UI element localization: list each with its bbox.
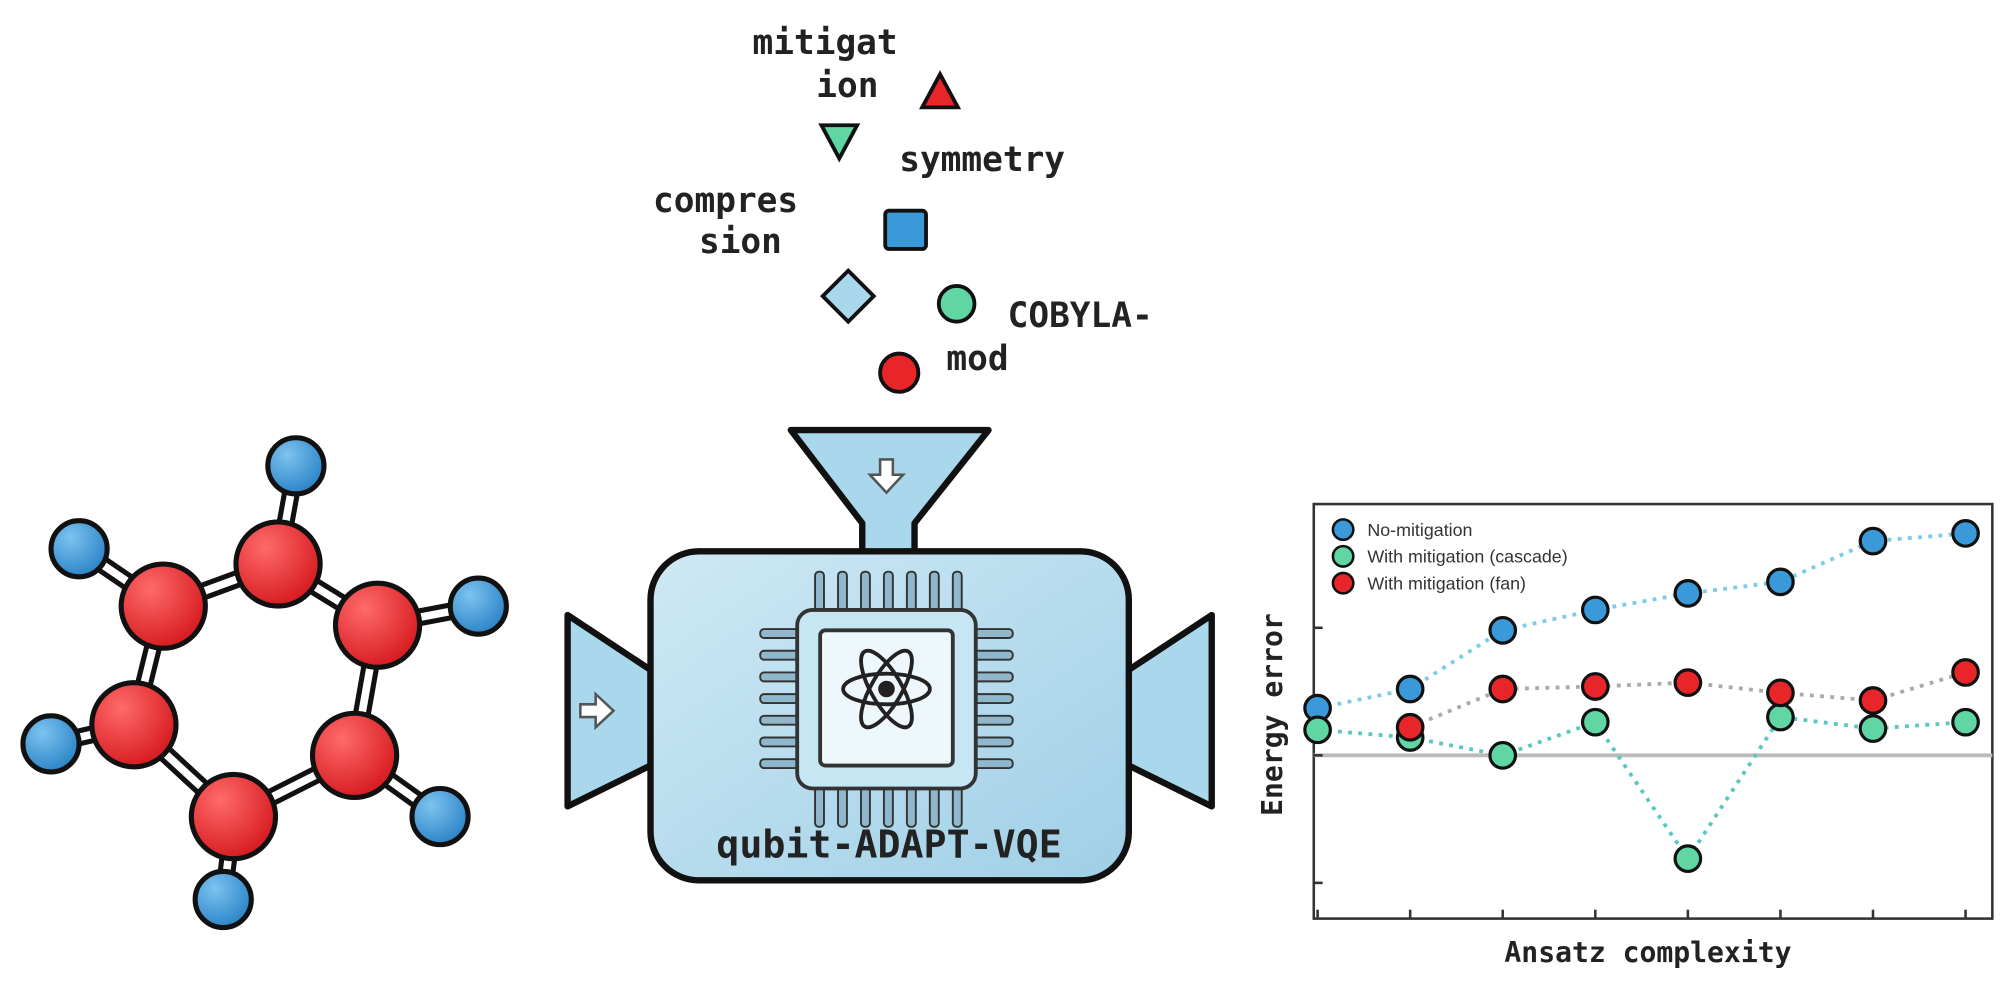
label-compression-1: compres — [653, 181, 798, 221]
hydrogen-atom — [20, 713, 82, 775]
chip-pin — [759, 649, 802, 661]
chip-pin — [759, 628, 802, 639]
symmetry-triangle-icon — [818, 123, 861, 163]
chip-pin — [882, 784, 894, 828]
label-cobyla-2: mod — [946, 339, 1008, 379]
arrow-down-icon — [866, 458, 906, 495]
series-line — [1317, 531, 1966, 711]
carbon-atom — [332, 580, 423, 670]
funnel — [787, 426, 992, 559]
benzene-molecule — [20, 435, 509, 931]
chip-pin — [759, 736, 802, 748]
chip-pin — [928, 784, 940, 828]
data-point — [1858, 686, 1888, 715]
chip-pin — [928, 570, 940, 614]
data-point — [1766, 702, 1795, 732]
data-point — [1951, 658, 1980, 687]
chip-pin — [970, 628, 1014, 639]
hydrogen-atom — [447, 575, 509, 637]
chip-pin — [970, 649, 1014, 661]
carbon-atom — [233, 519, 323, 609]
compression-square-icon — [883, 208, 928, 251]
cobyla-circle-icon — [936, 284, 977, 324]
data-point — [1580, 595, 1610, 625]
carbon-atom — [89, 680, 179, 770]
label-compression-2: sion — [699, 222, 782, 262]
chip-pin — [814, 570, 825, 614]
data-point — [1858, 526, 1888, 556]
carbon-atom — [188, 771, 279, 862]
legend-label: No-mitigation — [1367, 520, 1472, 540]
series-with-mitigation-cascade- — [1317, 715, 1966, 863]
data-point — [1488, 674, 1518, 704]
series-no-mitigation — [1317, 531, 1966, 711]
data-point — [1303, 715, 1332, 745]
chip-pin — [970, 671, 1014, 683]
chip-pin — [860, 784, 871, 828]
label-mitigation-1: mitigat — [753, 23, 898, 63]
data-point — [1395, 712, 1425, 742]
data-point — [1673, 844, 1703, 874]
diamond-icon — [819, 267, 877, 325]
data-point — [1766, 567, 1795, 597]
chip-pin — [837, 570, 848, 614]
chip-core — [818, 628, 955, 768]
machine-label: qubit-ADAPT-VQE — [716, 822, 1061, 867]
chip-pin — [860, 570, 871, 614]
chip-pin — [814, 784, 825, 828]
legend-label: With mitigation (fan) — [1367, 574, 1526, 594]
carbon-atom — [309, 710, 400, 800]
atom-icon — [841, 648, 932, 730]
chip-pin — [882, 570, 894, 614]
legend-marker — [1331, 544, 1355, 568]
legend-label: With mitigation (cascade) — [1367, 547, 1567, 567]
data-point — [1488, 615, 1518, 645]
y-axis-label: Energy error — [1256, 613, 1289, 816]
chip-pin — [951, 784, 963, 828]
hydrogen-atom — [265, 435, 327, 497]
arrow-right-icon — [579, 691, 616, 731]
red-circle-icon — [878, 351, 921, 394]
hydrogen-atom — [409, 785, 471, 848]
chip-pin — [970, 693, 1014, 705]
carbon-atom — [118, 561, 208, 651]
data-point — [1673, 668, 1703, 697]
chip-pin — [759, 714, 802, 726]
chip-pin — [905, 570, 917, 614]
data-point — [1951, 707, 1980, 737]
label-symmetry: symmetry — [899, 140, 1065, 180]
chip-pin — [759, 758, 802, 770]
x-axis-label: Ansatz complexity — [1504, 936, 1791, 969]
chip-pin — [759, 693, 802, 705]
chip-pin — [970, 758, 1014, 770]
chip-pin — [905, 784, 917, 828]
data-point — [1580, 672, 1610, 701]
mitigation-triangle-icon — [918, 70, 962, 110]
data-point — [1858, 714, 1888, 743]
legend-marker — [1331, 518, 1355, 542]
data-point — [1673, 579, 1703, 608]
chip-pin — [951, 570, 963, 614]
legend-marker — [1331, 571, 1355, 595]
input-tokens: mitigat ion symmetry compres sion COBYLA… — [653, 23, 1153, 394]
label-mitigation-2: ion — [816, 66, 878, 106]
hydrogen-atom — [48, 518, 110, 580]
hydrogen-atom — [192, 868, 254, 931]
label-cobyla-1: COBYLA- — [1008, 296, 1153, 336]
data-point — [1488, 740, 1518, 770]
chip-pin — [837, 784, 848, 828]
chip-pin — [970, 736, 1014, 748]
qubit-adapt-vqe-machine: qubit-ADAPT-VQE — [564, 426, 1215, 884]
data-point — [1395, 674, 1425, 704]
chip-pin — [759, 671, 802, 683]
data-point — [1951, 519, 1980, 548]
data-point — [1580, 707, 1610, 737]
data-point — [1766, 678, 1795, 708]
series-line — [1317, 715, 1966, 863]
right-output — [1125, 611, 1215, 810]
chip-pin — [970, 714, 1014, 726]
